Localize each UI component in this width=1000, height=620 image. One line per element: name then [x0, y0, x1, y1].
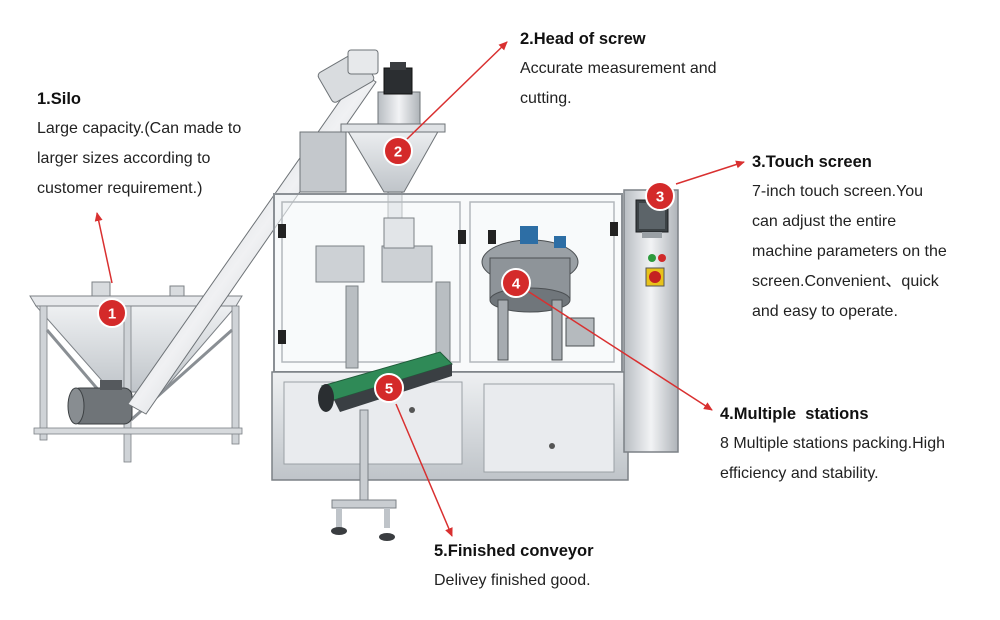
callout-head-of-screw: 2.Head of screw Accurate measurement and…	[520, 28, 760, 114]
callout-touch-screen: 3.Touch screen 7-inch touch screen.You c…	[752, 151, 987, 327]
callout-line: and easy to operate.	[752, 303, 898, 320]
badge-3-number: 3	[656, 189, 664, 206]
main-machine-frame	[271, 193, 629, 481]
motor	[67, 380, 133, 425]
control-column	[623, 189, 679, 453]
badge-2: 2	[383, 136, 413, 166]
callout-line: cutting.	[520, 90, 572, 107]
callout-line: 8 Multiple stations packing.High	[720, 435, 946, 452]
badge-5: 5	[374, 373, 404, 403]
callout-line: screen.Convenient、quick	[752, 273, 939, 290]
leader-arrows	[94, 41, 745, 537]
callout-line: larger sizes according to	[37, 150, 211, 167]
badge-1: 1	[97, 298, 127, 328]
badge-4-number: 4	[512, 276, 521, 293]
badge-2-number: 2	[394, 144, 402, 161]
badge-1-number: 1	[108, 306, 116, 323]
badge-4: 4	[501, 268, 531, 298]
arrow-4	[525, 289, 713, 411]
callout-line: Delivey finished good.	[434, 572, 591, 589]
callout-line: 7-inch touch screen.You	[752, 183, 924, 200]
arrow-2	[405, 41, 508, 141]
callout-title: 1.Silo	[37, 90, 82, 108]
callout-line: Large capacity.(Can made to	[37, 120, 242, 137]
callout-title: 3.Touch screen	[752, 153, 872, 171]
callout-title: 5.Finished conveyor	[434, 542, 594, 560]
callout-silo: 1.Silo Large capacity.(Can made to large…	[37, 88, 277, 204]
callout-line: efficiency and stability.	[720, 465, 879, 482]
callout-finished-conveyor: 5.Finished conveyor Delivey finished goo…	[434, 540, 694, 596]
arrow-1	[94, 212, 113, 284]
arrow-3	[675, 160, 745, 185]
callout-line: machine parameters on the	[752, 243, 947, 260]
badge-5-number: 5	[385, 381, 393, 398]
callout-line: can adjust the entire	[752, 213, 897, 230]
callout-title: 4.Multiple stations	[720, 405, 869, 423]
callout-line: customer requirement.)	[37, 180, 203, 197]
callout-title: 2.Head of screw	[520, 30, 646, 48]
callout-multiple-stations: 4.Multiple stations 8 Multiple stations …	[720, 403, 990, 489]
arrow-5	[395, 403, 453, 537]
callout-line: Accurate measurement and	[520, 60, 717, 77]
badge-3: 3	[645, 181, 675, 211]
